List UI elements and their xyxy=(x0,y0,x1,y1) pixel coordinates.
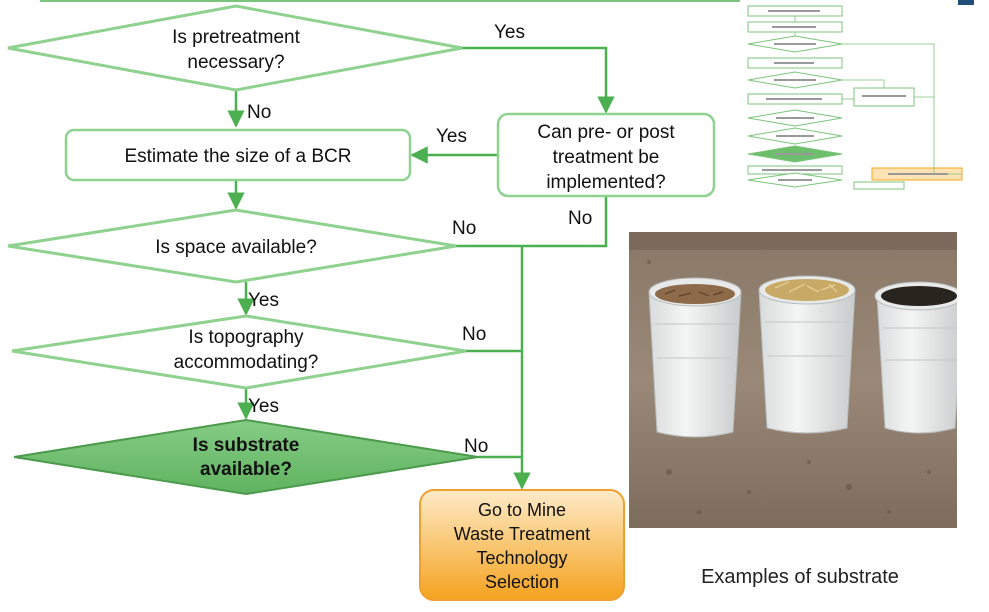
label-pretreat-yes: Yes xyxy=(494,22,525,43)
flowchart-thumbnail xyxy=(742,0,974,190)
label-prepost-yes: Yes xyxy=(436,126,467,147)
goto-line-3: Technology xyxy=(476,548,567,568)
bucket-straw xyxy=(758,275,856,434)
prepost-line-1: Can pre- or post xyxy=(537,122,675,143)
label-prepost-no: No xyxy=(568,208,592,229)
topography-line-1: Is topography xyxy=(188,327,304,348)
pretreatment-line-2: necessary? xyxy=(187,52,284,73)
bucket-compost xyxy=(874,281,957,434)
pretreatment-line-1: Is pretreatment xyxy=(172,27,300,48)
label-topo-no: No xyxy=(462,324,486,345)
label-space-yes: Yes xyxy=(248,290,279,311)
label-pretreat-no: No xyxy=(247,102,271,123)
goto-line-2: Waste Treatment xyxy=(454,524,590,544)
substrate-line-1: Is substrate xyxy=(193,435,300,456)
prepost-line-3: implemented? xyxy=(546,172,665,193)
process-prepost: Can pre- or post treatment be implemente… xyxy=(496,112,716,198)
label-space-no: No xyxy=(452,218,476,239)
prepost-line-2: treatment be xyxy=(553,147,660,168)
decision-pretreatment: Is pretreatment necessary? xyxy=(7,4,463,92)
substrate-photo xyxy=(629,232,957,528)
connectors xyxy=(227,46,615,490)
topography-line-2: accommodating? xyxy=(174,352,319,373)
thumbnail-corner-mark xyxy=(958,0,974,5)
decision-space: Is space available? xyxy=(7,208,457,284)
terminal-goto: Go to Mine Waste Treatment Technology Se… xyxy=(419,489,625,601)
goto-line-1: Go to Mine xyxy=(478,500,566,520)
edge-pretreat-yes xyxy=(462,46,615,114)
edge-prepost-no xyxy=(522,196,608,248)
photo-caption: Examples of substrate xyxy=(701,566,899,588)
space-text: Is space available? xyxy=(155,237,317,258)
process-estimate: Estimate the size of a BCR xyxy=(64,128,412,182)
label-substrate-no: No xyxy=(464,436,488,457)
label-topo-yes: Yes xyxy=(248,396,279,417)
decision-substrate: Is substrate available? xyxy=(13,418,479,496)
substrate-line-2: available? xyxy=(200,459,292,480)
goto-line-4: Selection xyxy=(485,572,559,592)
decision-topography: Is topography accommodating? xyxy=(11,314,467,390)
bucket-wood-chips xyxy=(648,277,742,438)
estimate-text: Estimate the size of a BCR xyxy=(124,146,351,167)
thumbnail-text-lines xyxy=(762,10,948,181)
